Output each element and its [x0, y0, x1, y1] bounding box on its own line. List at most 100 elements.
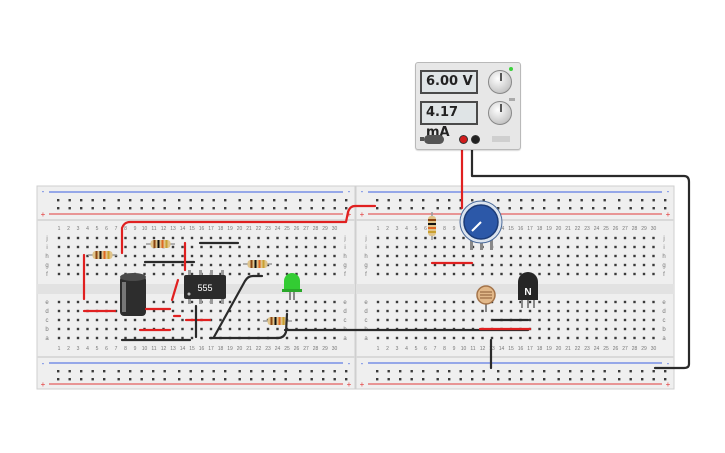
npn-transistor[interactable]: N	[518, 272, 538, 308]
negative-terminal[interactable]	[471, 135, 480, 144]
tie-point	[200, 309, 203, 313]
tie-point	[633, 318, 636, 322]
tie-point	[462, 318, 465, 322]
column-number: 25	[284, 226, 290, 232]
row-letter: g	[343, 263, 346, 269]
tie-point	[642, 254, 646, 258]
current-knob[interactable]	[488, 101, 512, 125]
tie-point	[333, 309, 336, 313]
power-switch[interactable]	[420, 135, 444, 144]
rail-hole	[652, 207, 655, 210]
tie-point	[652, 300, 655, 304]
tie-point	[228, 309, 232, 313]
green-led[interactable]	[282, 273, 302, 300]
rail-hole	[618, 378, 621, 381]
rail-hole	[178, 207, 181, 210]
tie-point	[209, 327, 213, 331]
row-letter: c	[365, 318, 368, 324]
tie-point	[576, 236, 579, 240]
tie-point	[95, 236, 99, 240]
resistor[interactable]	[146, 240, 175, 248]
tie-point	[376, 300, 380, 304]
column-number: 16	[518, 346, 524, 352]
rail-hole	[520, 370, 523, 373]
tie-point	[623, 254, 627, 258]
rail-hole	[399, 378, 402, 381]
column-number: 23	[265, 226, 271, 232]
rail-hole	[399, 207, 402, 210]
ic-555-chip[interactable]: 555	[184, 270, 226, 304]
tie-point	[471, 336, 475, 340]
wire-black-diag[interactable]	[212, 274, 264, 339]
positive-terminal[interactable]	[459, 135, 468, 144]
rail-hole	[448, 207, 451, 210]
power-supply[interactable]: 6.00 V 4.17 mA	[415, 62, 521, 150]
wire-red-ic-2[interactable]	[170, 278, 180, 302]
tie-point	[86, 254, 89, 258]
rail-hole	[261, 378, 264, 381]
tie-point	[333, 245, 336, 249]
tie-point	[424, 309, 427, 313]
row-letter: h	[364, 254, 367, 260]
row-letter: f	[344, 272, 346, 278]
rail-hole	[436, 207, 439, 210]
potentiometer[interactable]	[459, 200, 503, 250]
tie-point	[376, 245, 380, 249]
row-letter: i	[344, 245, 345, 251]
resistor-band	[153, 240, 156, 248]
tie-point	[304, 245, 308, 249]
breadboard-right[interactable]: --++--++11223344556677889910101111121213…	[355, 185, 675, 390]
tie-point	[76, 272, 80, 276]
resistor-band	[103, 251, 106, 259]
tie-point	[190, 300, 194, 304]
rail-hole	[333, 199, 336, 202]
wire-black-led[interactable]	[208, 312, 289, 340]
tie-point	[314, 254, 317, 258]
tie-point	[314, 245, 317, 249]
tie-point	[57, 327, 61, 331]
row-letter: a	[343, 336, 347, 342]
tie-point	[566, 263, 570, 267]
tie-point	[547, 245, 551, 249]
resistor[interactable]	[88, 251, 117, 259]
tie-point	[228, 318, 232, 322]
column-number: 10	[142, 226, 148, 232]
rail-hole	[68, 378, 71, 381]
tie-point	[490, 309, 494, 313]
tie-point	[547, 236, 551, 240]
rail-hole	[543, 370, 546, 373]
electrolytic-capacitor[interactable]	[120, 273, 146, 316]
tie-point	[376, 318, 380, 322]
wire-psu-negative[interactable]	[470, 138, 691, 370]
tie-point	[257, 309, 260, 313]
tie-point	[162, 336, 165, 340]
rail-hole	[129, 207, 132, 210]
photoresistor[interactable]	[476, 285, 496, 312]
rail-hole	[91, 199, 94, 202]
tie-point	[304, 254, 308, 258]
rail-hole	[376, 378, 379, 381]
row-letter: i	[365, 245, 366, 251]
tie-point	[219, 236, 222, 240]
voltage-knob[interactable]	[488, 70, 512, 94]
rail-hole	[117, 199, 120, 202]
resistor[interactable]	[243, 260, 272, 268]
tie-point	[95, 327, 99, 331]
tie-point	[433, 236, 437, 240]
row-letter: a	[662, 336, 666, 342]
wire-rail-link[interactable]	[120, 204, 377, 255]
tie-point	[181, 309, 184, 313]
tie-point	[295, 318, 298, 322]
column-number: 18	[537, 226, 543, 232]
tie-point	[604, 254, 608, 258]
resistor[interactable]	[428, 212, 436, 240]
rail-hole	[310, 199, 313, 202]
breadboard-left[interactable]: --++--++11223344556677889910101111121213…	[36, 185, 356, 390]
tie-point	[133, 263, 137, 267]
tie-point	[171, 318, 175, 322]
rail-separator	[37, 219, 355, 221]
column-number: 20	[237, 346, 243, 352]
column-number: 19	[546, 346, 552, 352]
tie-point	[181, 300, 184, 304]
